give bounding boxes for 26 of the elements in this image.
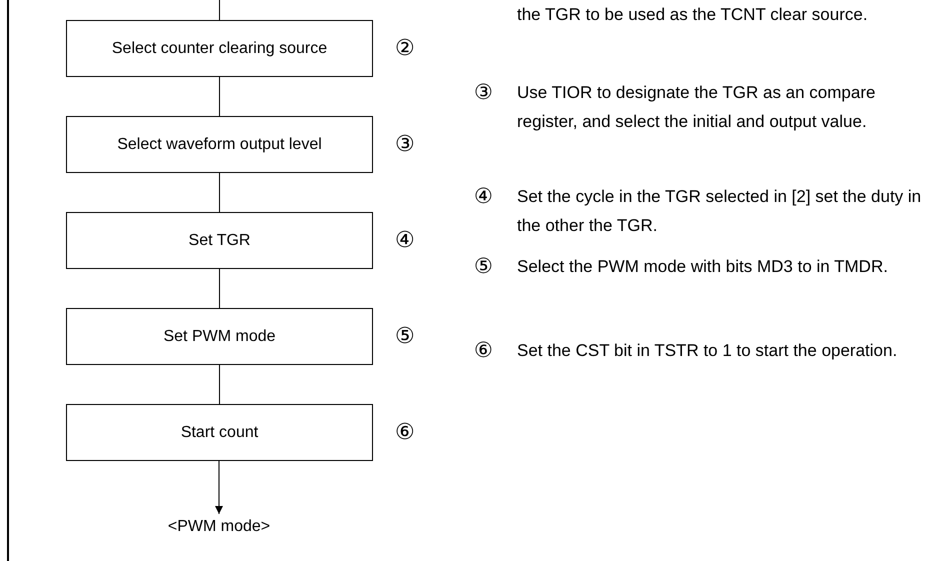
process-box: Set PWM mode: [66, 308, 373, 365]
step-number: ④: [474, 186, 493, 207]
step-number: ⑤: [395, 324, 415, 346]
connector-line: [219, 364, 220, 404]
note-text: Set the cycle in the TGR selected in [2] set the duty in the other the TGR.: [517, 186, 922, 237]
step-number: ④: [395, 228, 415, 250]
connector-line: [219, 268, 220, 308]
arrow: [215, 460, 223, 514]
process-box: Start count: [66, 404, 373, 461]
step-number: ⑤: [474, 256, 493, 277]
process-box: Select counter clearing source: [66, 20, 373, 77]
step-number: ③: [395, 132, 415, 154]
step-number: ⑥: [474, 340, 493, 361]
step-number: ②: [395, 36, 415, 58]
note-text: Use TIOR to designate the TGR as an compare register, and select the initial and output value.: [517, 82, 876, 133]
process-box: Set TGR: [66, 212, 373, 269]
connector-line: [219, 0, 220, 20]
process-box: Select waveform output level: [66, 116, 373, 173]
terminal-label: <PWM mode>: [159, 516, 279, 538]
note-text: the TGR to be used as the TCNT clear source.: [517, 4, 869, 26]
connector-line: [219, 172, 220, 212]
connector-line: [219, 76, 220, 116]
step-number: ③: [474, 82, 493, 103]
note-text: Select the PWM mode with bits MD3 to in TMDR.: [517, 256, 889, 278]
note-text: Set the CST bit in TSTR to 1 to start the operation.: [517, 340, 898, 362]
step-number: ⑥: [395, 420, 415, 442]
